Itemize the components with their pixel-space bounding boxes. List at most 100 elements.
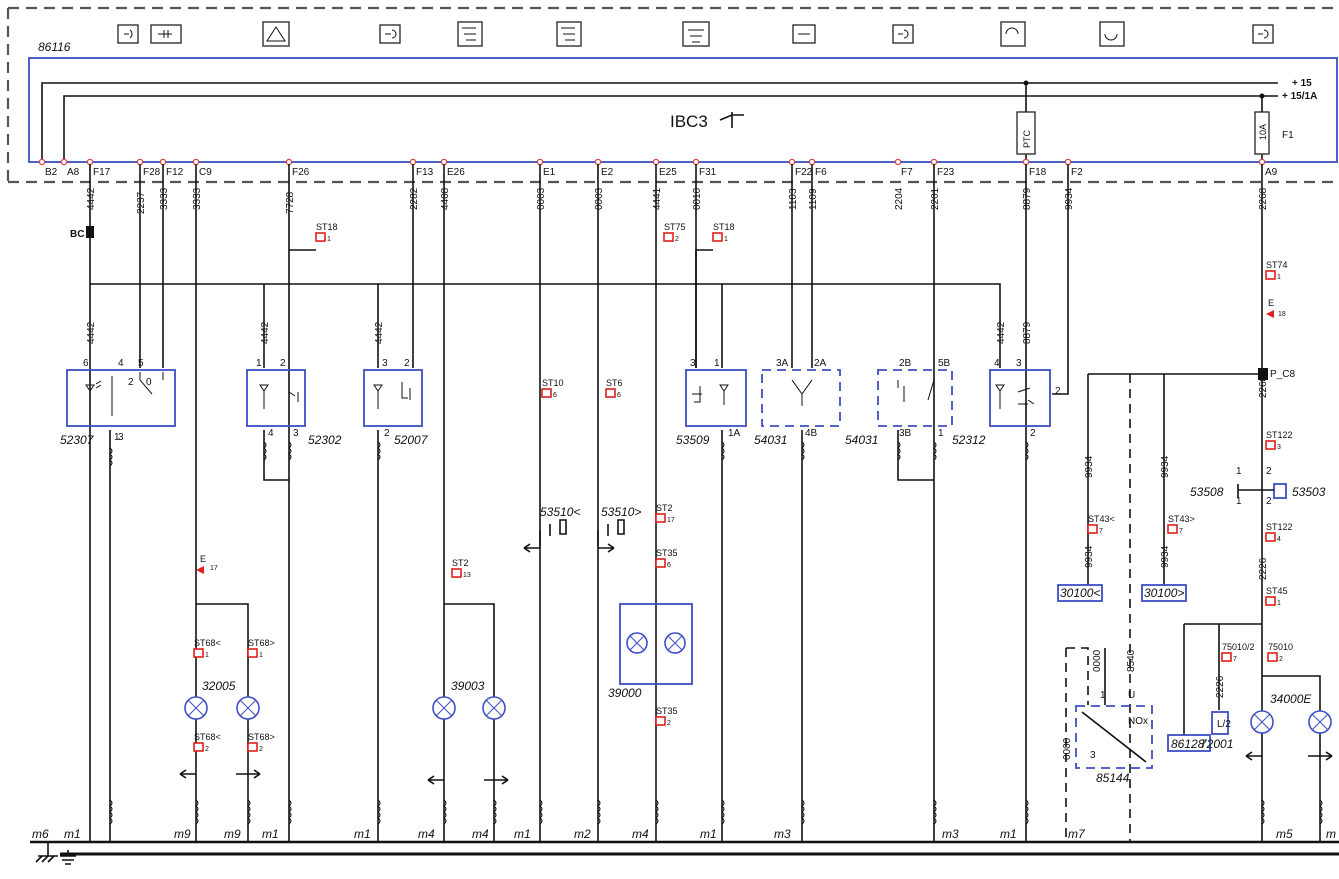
pin-label-f13: F13	[416, 167, 434, 178]
wire-number: 9934	[1160, 545, 1171, 568]
pin-label-f22: F22	[795, 167, 813, 178]
lamp-34000e-left	[1250, 710, 1274, 734]
terminal-label: 6	[83, 358, 89, 369]
terminal-label: 4B	[805, 428, 818, 439]
wire-coil	[377, 799, 381, 825]
component-ref: 34000E	[1270, 692, 1312, 706]
sensor-diagonal	[1081, 711, 1147, 763]
connector-pin: 1	[205, 652, 209, 659]
pin-dot	[788, 158, 796, 166]
connector-label: ST68>	[248, 638, 275, 648]
wire-coil	[493, 799, 497, 825]
wire-number: 0000	[1092, 649, 1103, 672]
component-52302	[246, 369, 306, 427]
component-ref: 52007	[394, 433, 429, 447]
component-54031-a	[761, 369, 841, 427]
wire-coil	[288, 441, 292, 461]
supply-label-15: + 15	[1292, 78, 1312, 89]
pin-dot	[60, 158, 68, 166]
module-name: IBC3	[670, 112, 708, 131]
terminal-label: 2	[1055, 386, 1061, 397]
wire-number: 2237	[136, 191, 147, 214]
connector-pin: 7	[1179, 528, 1183, 535]
wire-coil	[655, 799, 659, 825]
connector-label: ST122	[1266, 430, 1293, 440]
position-light-icon	[892, 24, 914, 44]
terminal-label: 2	[404, 358, 410, 369]
connector-pin: 2	[1279, 656, 1283, 663]
module-boundary	[6, 6, 1339, 184]
lamp-39000-right	[664, 632, 686, 654]
connector-label: ST35	[656, 548, 678, 558]
rear-fog-light-2-icon	[556, 21, 582, 47]
connector-marker	[1265, 596, 1276, 606]
wire-coil	[443, 799, 447, 825]
component-52312	[989, 369, 1051, 427]
wire-coil	[539, 799, 543, 825]
lamp-32005-right	[236, 696, 260, 720]
wire-number: 1103	[788, 188, 799, 210]
left-indicator-icon	[1000, 21, 1026, 47]
connector-marker	[655, 513, 666, 523]
lamp-34000e-right	[1308, 710, 1332, 734]
connector-label: ST45	[1266, 586, 1288, 596]
pin-label-c9: C9	[199, 167, 212, 178]
wire-coil	[263, 441, 267, 461]
connector-marker	[655, 558, 666, 568]
module-symbol	[719, 112, 744, 128]
connector-pin: 17	[667, 517, 675, 524]
component-ref: 72001	[1200, 737, 1233, 751]
wire-number: 2268	[1258, 375, 1269, 398]
component-85144	[1075, 705, 1153, 769]
wire-coil	[288, 799, 292, 825]
error-marker-e18	[1266, 310, 1274, 318]
terminal-label: 2A	[814, 358, 827, 369]
pin-label-e2: E2	[601, 167, 614, 178]
terminal-label: 4	[268, 428, 274, 439]
component-ref: 86128	[1171, 737, 1205, 751]
terminal-label: NOx	[1128, 716, 1148, 727]
component-52307	[66, 369, 176, 427]
connector-label: 75010/2	[1222, 642, 1255, 652]
connector-pin: 1	[259, 652, 263, 659]
ground-label: m4	[632, 827, 649, 841]
terminal-label: 5B	[938, 358, 951, 369]
hazard-warning-icon	[262, 21, 290, 47]
component-30100-left	[1057, 584, 1103, 602]
ground-label: m1	[1000, 827, 1017, 841]
side-marker-light-icon	[150, 24, 182, 44]
connector-pin: 4	[1277, 536, 1281, 543]
pin-dot	[930, 158, 938, 166]
f1-fuse	[1254, 111, 1270, 155]
terminal-label: 0	[146, 377, 152, 388]
terminal-label: 2	[128, 377, 134, 388]
component-ref: 30100>	[1144, 586, 1184, 600]
terminal-label: 3	[690, 358, 696, 369]
component-ref: 52302	[308, 433, 342, 447]
f1-label: F1	[1282, 130, 1294, 141]
component-ref: 30100<	[1060, 586, 1100, 600]
wire-number: 0003	[594, 187, 605, 210]
wire-number: 2226	[1215, 675, 1226, 698]
terminal-label: 3	[1016, 358, 1022, 369]
pin-label-f17: F17	[93, 167, 111, 178]
connector-marker	[193, 648, 204, 658]
pin-label-f12: F12	[166, 167, 184, 178]
terminal-label: 4	[118, 358, 124, 369]
lamp-39003-left	[432, 696, 456, 720]
terminal-label: 3	[1090, 750, 1096, 761]
connector-label: ST35	[656, 706, 678, 716]
connector-marker	[193, 742, 204, 752]
wire-number: 9934	[1160, 455, 1171, 478]
terminal-label: 4	[994, 358, 1000, 369]
wire-number: 9934	[1084, 545, 1095, 568]
supply-label-15-1a: + 15/1A	[1282, 91, 1317, 102]
component-53508	[1237, 484, 1274, 498]
f1-rating: 10A	[1258, 124, 1268, 140]
connector-marker	[247, 648, 258, 658]
wire-number: 4442	[86, 321, 97, 344]
wire-coil	[377, 441, 381, 461]
